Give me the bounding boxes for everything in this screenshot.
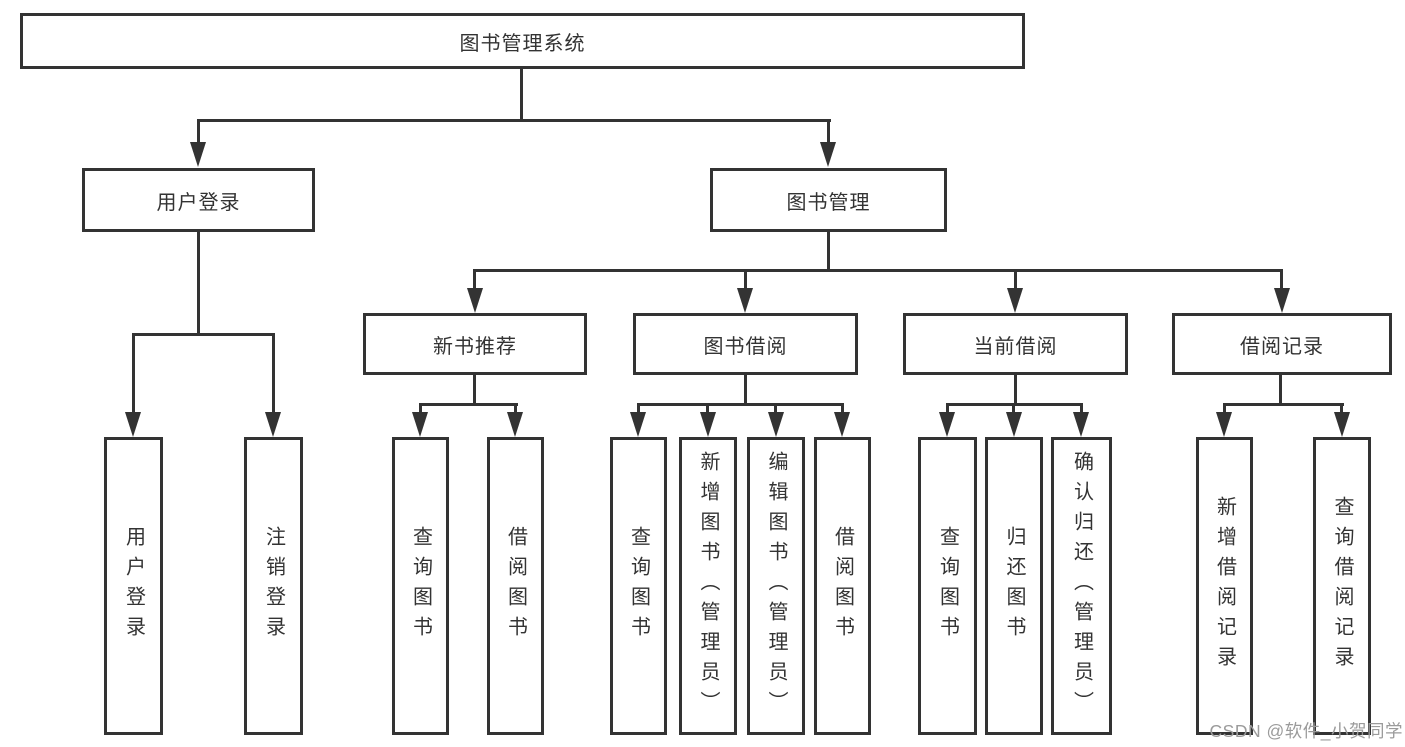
leaf-label: 新增借阅记录	[1213, 496, 1236, 676]
connector-line	[473, 269, 1283, 272]
node-current-borrowing: 当前借阅	[903, 313, 1128, 375]
arrow-down-icon	[467, 288, 483, 313]
connector-line	[473, 375, 476, 405]
leaf-add-books-admin: 新增图书（管理员）	[679, 437, 737, 735]
leaf-label: 确认归还（管理员）	[1070, 451, 1093, 721]
arrow-down-icon	[265, 412, 281, 437]
arrow-down-icon	[1274, 288, 1290, 313]
connector-line	[637, 403, 844, 406]
leaf-label: 查询图书	[936, 526, 959, 646]
connector-line	[197, 232, 200, 336]
connector-line	[197, 119, 831, 122]
node-label: 新书推荐	[433, 335, 517, 358]
leaf-label: 注销登录	[262, 526, 285, 646]
leaf-borrow-books-recommend: 借阅图书	[487, 437, 544, 735]
connector-line	[1080, 403, 1083, 414]
leaf-query-books-recommend: 查询图书	[392, 437, 449, 735]
arrow-down-icon	[1073, 412, 1089, 437]
connector-line	[827, 119, 830, 143]
leaf-label: 编辑图书（管理员）	[765, 451, 787, 721]
connector-line	[1223, 403, 1226, 414]
connector-line	[473, 269, 476, 289]
connector-line	[946, 403, 949, 414]
node-label: 借阅记录	[1240, 335, 1324, 358]
connector-line	[744, 269, 747, 289]
connector-line	[1223, 403, 1344, 406]
arrow-down-icon	[630, 412, 646, 437]
arrow-down-icon	[820, 142, 836, 167]
arrow-down-icon	[412, 412, 428, 437]
leaf-query-borrow-record: 查询借阅记录	[1313, 437, 1371, 735]
connector-line	[520, 67, 523, 120]
leaf-user-login: 用户登录	[104, 437, 163, 735]
arrow-down-icon	[768, 412, 784, 437]
leaf-query-books-current: 查询图书	[918, 437, 977, 735]
leaf-logout: 注销登录	[244, 437, 303, 735]
leaf-edit-books-admin: 编辑图书（管理员）	[747, 437, 805, 735]
arrow-down-icon	[190, 142, 206, 167]
leaf-label: 借阅图书	[831, 526, 854, 646]
leaf-label: 归还图书	[1003, 526, 1025, 646]
arrow-down-icon	[1006, 412, 1022, 437]
node-new-book-recommend: 新书推荐	[363, 313, 587, 375]
leaf-label: 查询图书	[627, 526, 650, 646]
leaf-label: 查询图书	[409, 526, 432, 646]
arrow-down-icon	[1216, 412, 1232, 437]
connector-line	[637, 403, 640, 414]
connector-line	[1280, 269, 1283, 289]
connector-line	[132, 333, 135, 413]
node-label: 图书借阅	[703, 335, 788, 358]
connector-line	[1340, 403, 1343, 414]
connector-line	[1012, 403, 1015, 414]
connector-line	[132, 333, 275, 336]
leaf-return-books: 归还图书	[985, 437, 1043, 735]
leaf-query-books-borrowing: 查询图书	[610, 437, 667, 735]
arrow-down-icon	[507, 412, 523, 437]
connector-line	[514, 403, 517, 414]
node-borrowing-records: 借阅记录	[1172, 313, 1392, 375]
leaf-add-borrow-record: 新增借阅记录	[1196, 437, 1253, 735]
leaf-label: 新增图书（管理员）	[697, 451, 719, 721]
connector-line	[706, 403, 709, 414]
node-library-management-system: 图书管理系统	[20, 13, 1025, 69]
leaf-label: 用户登录	[122, 526, 145, 646]
node-book-management: 图书管理	[710, 168, 947, 232]
node-book-borrowing: 图书借阅	[633, 313, 858, 375]
connector-line	[419, 403, 422, 414]
leaf-label: 借阅图书	[504, 526, 527, 646]
connector-line	[744, 375, 747, 405]
connector-line	[197, 119, 200, 143]
node-label: 图书管理	[786, 191, 871, 214]
connector-line	[774, 403, 777, 414]
arrow-down-icon	[834, 412, 850, 437]
connector-line	[1014, 375, 1017, 405]
leaf-borrow-books: 借阅图书	[814, 437, 871, 735]
connector-line	[1014, 269, 1017, 289]
arrow-down-icon	[737, 288, 753, 313]
connector-line	[1279, 375, 1282, 405]
connector-line	[419, 403, 518, 406]
leaf-label: 查询借阅记录	[1331, 496, 1353, 676]
arrow-down-icon	[125, 412, 141, 437]
connector-line	[272, 333, 275, 413]
arrow-down-icon	[1334, 412, 1350, 437]
leaf-confirm-return-admin: 确认归还（管理员）	[1051, 437, 1112, 735]
node-label: 图书管理系统	[459, 32, 586, 55]
node-label: 用户登录	[156, 191, 241, 214]
connector-line	[827, 232, 830, 272]
connector-line	[841, 403, 844, 414]
csdn-watermark: CSDN @软件_小贺同学	[1209, 721, 1403, 741]
arrow-down-icon	[939, 412, 955, 437]
arrow-down-icon	[1007, 288, 1023, 313]
node-user-login: 用户登录	[82, 168, 315, 232]
node-label: 当前借阅	[973, 335, 1058, 358]
arrow-down-icon	[700, 412, 716, 437]
